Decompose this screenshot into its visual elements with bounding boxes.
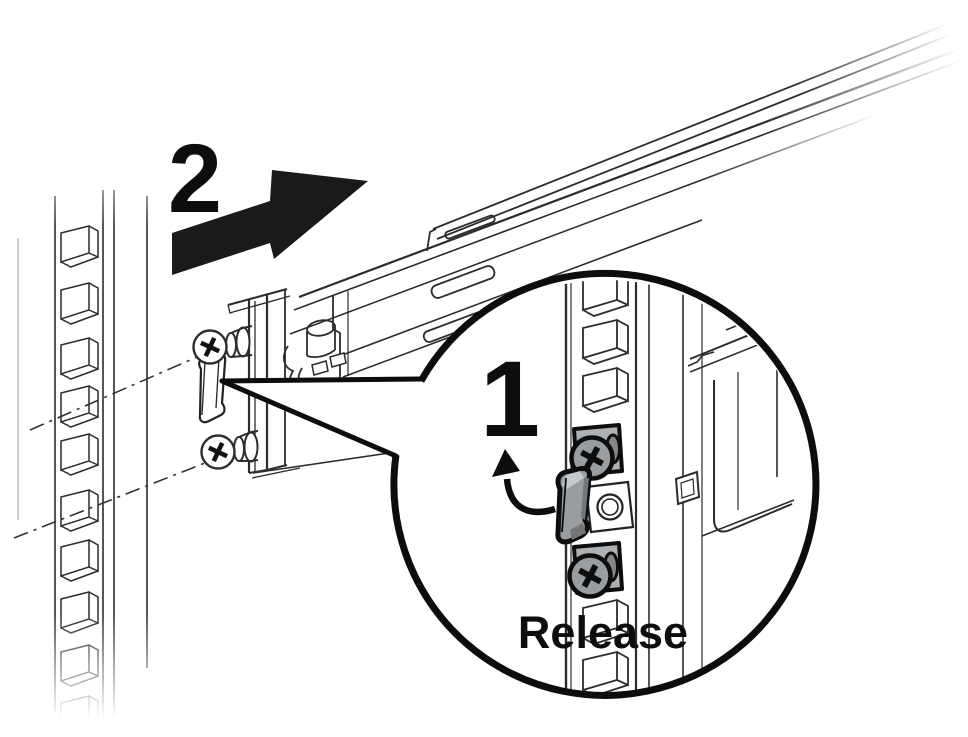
slide-rail xyxy=(252,23,964,474)
rack-post-left xyxy=(17,190,148,734)
magnified-thumbscrew-lower xyxy=(567,541,624,599)
callout-wedge xyxy=(222,379,421,456)
magnified-mounting-holes xyxy=(582,280,629,694)
direction-arrow-icon xyxy=(172,170,368,275)
post-bottom-fade xyxy=(0,612,172,737)
phillips-icon xyxy=(199,336,221,358)
callout-wedge-edges xyxy=(219,376,424,459)
alignment-dashlines xyxy=(13,356,206,539)
magnified-thumbscrew-upper xyxy=(569,423,624,481)
post-top-fade xyxy=(0,135,166,227)
thumbscrew-lower xyxy=(200,430,259,470)
alignment-dashline-lower xyxy=(13,462,206,539)
step-2-label: 2 xyxy=(168,124,222,233)
alignment-dashline-upper xyxy=(29,356,198,431)
magnified-release-latch xyxy=(555,466,592,545)
phillips-icon xyxy=(579,445,605,471)
rotate-up-arrow-icon xyxy=(492,449,556,516)
phillips-icon xyxy=(207,441,229,463)
release-label: Release xyxy=(518,607,688,658)
magnifier-circle xyxy=(390,269,820,699)
step-1-label: 1 xyxy=(480,338,540,459)
magnified-cage-plate xyxy=(584,480,635,534)
phillips-icon xyxy=(577,563,603,589)
thumbscrew-upper xyxy=(192,325,253,365)
